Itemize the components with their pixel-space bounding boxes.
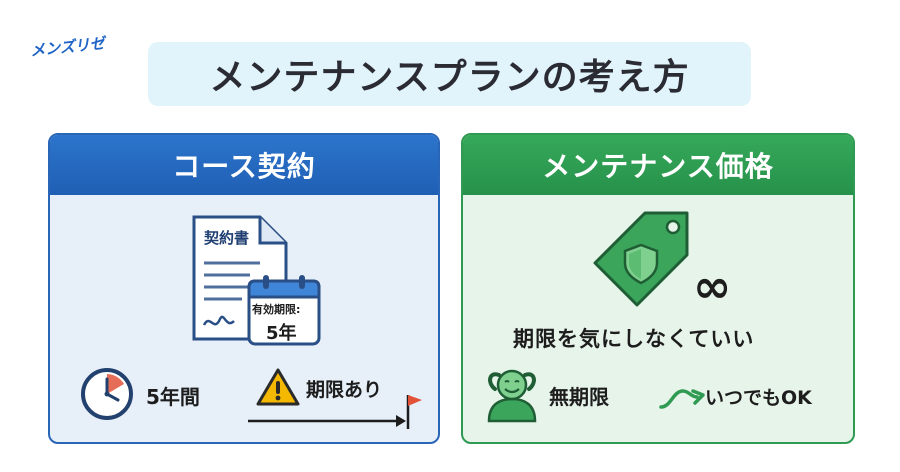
- brand-logo-text: メンズリゼ: [29, 34, 106, 60]
- title-banner: メンテナンスプランの考え方: [148, 42, 751, 106]
- calendar-expiry-label: 有効期限:: [252, 303, 301, 316]
- anytime-ok-label: いつでもOK: [705, 387, 812, 409]
- unlimited-label: 無期限: [549, 385, 609, 409]
- warning-icon: [256, 367, 300, 407]
- calendar-icon: 有効期限: 5年: [246, 273, 322, 347]
- curved-arrow-icon: [659, 383, 705, 411]
- course-contract-panel: コース契約 契約書 有効期限: 5年: [48, 133, 440, 444]
- maintenance-price-heading: メンテナンス価格: [463, 135, 853, 195]
- deadline-label: 期限あり: [306, 379, 383, 401]
- document-label: 契約書: [204, 229, 250, 247]
- clock-icon: [80, 367, 134, 421]
- maintenance-price-panel: メンテナンス価格 ∞ 期限を気にしなくていい 無期限 いつでもOK: [461, 133, 855, 444]
- price-tag-shield-icon: [587, 211, 697, 311]
- page-title: メンテナンスプランの考え方: [209, 57, 690, 98]
- infinity-symbol: ∞: [693, 259, 732, 313]
- no-worry-deadline-message: 期限を気にしなくていい: [513, 327, 755, 351]
- course-contract-heading: コース契約: [50, 135, 438, 195]
- relaxed-person-icon: [483, 365, 541, 423]
- calendar-years-label: 5年: [266, 323, 297, 344]
- duration-label: 5年間: [146, 385, 200, 409]
- deadline-arrow-flag-icon: [246, 389, 426, 431]
